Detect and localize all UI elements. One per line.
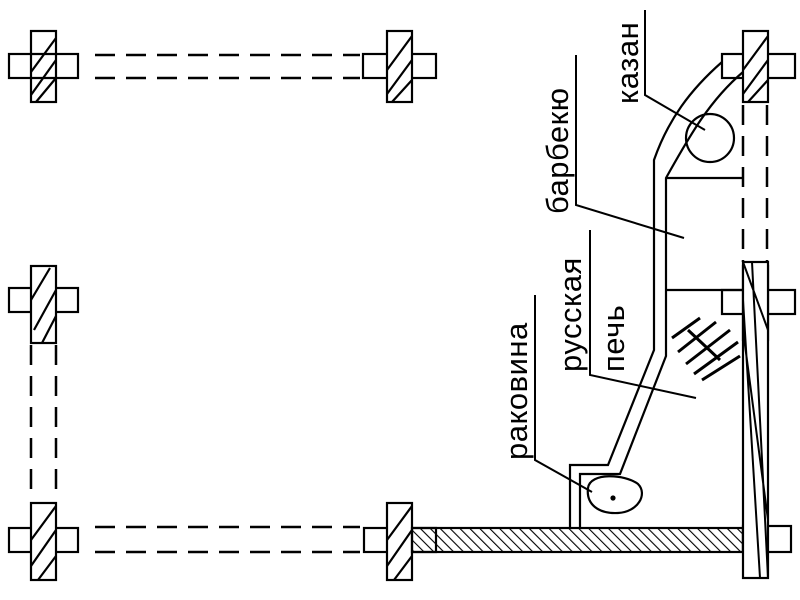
hearth-outline [568,61,744,528]
label-russian-stove-line2: печь [596,305,631,372]
post-top-middle [361,29,438,104]
post-top-right [720,29,797,104]
label-kazan: казан [610,22,645,104]
bottom-wall-solid [410,526,745,554]
right-wall-solid [741,260,770,580]
sink [586,475,643,515]
kazan-circle [684,112,736,164]
dashed-walls [29,53,769,554]
post-left-middle [7,264,80,345]
stove-masonry-hatch [671,316,741,382]
label-russian-stove-line1: русская [553,257,588,372]
label-barbecue: барбекю [540,88,575,215]
label-sink: раковина [499,322,534,460]
post-bottom-left [7,501,80,582]
post-top-left [7,29,80,104]
leader-lines [534,10,706,493]
